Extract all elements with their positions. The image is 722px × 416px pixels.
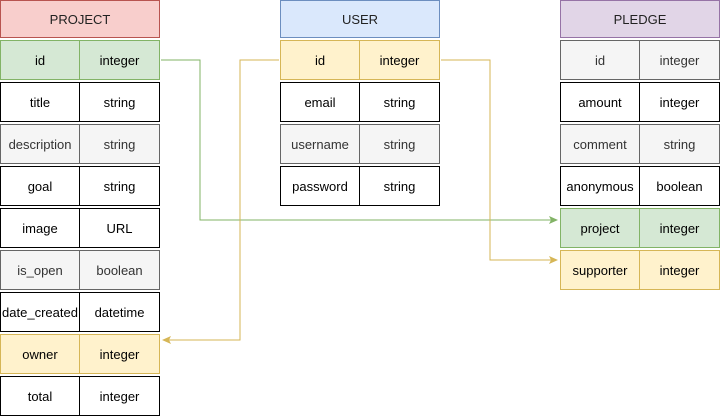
field-type: string <box>360 166 440 206</box>
user-id-to-pledge-supporter-connector <box>441 59 558 264</box>
user-id-to-project-owner-connector <box>162 59 279 344</box>
user-header: USER <box>280 0 440 38</box>
field-type: integer <box>80 334 160 374</box>
field-name: title <box>0 82 80 122</box>
field-name: goal <box>0 166 80 206</box>
field-type: integer <box>640 40 720 80</box>
field-name: supporter <box>560 250 640 290</box>
field-type: string <box>360 82 440 122</box>
field-name: total <box>0 376 80 416</box>
field-type: boolean <box>640 166 720 206</box>
pledge-header: PLEDGE <box>560 0 720 38</box>
field-name: comment <box>560 124 640 164</box>
field-name: date_created <box>0 292 80 332</box>
field-name: email <box>280 82 360 122</box>
field-type: integer <box>80 40 160 80</box>
field-type: string <box>80 166 160 206</box>
field-type: integer <box>640 82 720 122</box>
project-header: PROJECT <box>0 0 160 38</box>
field-type: string <box>80 124 160 164</box>
field-name: username <box>280 124 360 164</box>
field-type: string <box>80 82 160 122</box>
field-type: integer <box>80 376 160 416</box>
field-name: is_open <box>0 250 80 290</box>
field-type: URL <box>80 208 160 248</box>
field-name: id <box>0 40 80 80</box>
field-name: amount <box>560 82 640 122</box>
field-type: integer <box>640 250 720 290</box>
field-name: id <box>560 40 640 80</box>
field-type: integer <box>360 40 440 80</box>
field-type: integer <box>640 208 720 248</box>
field-name: description <box>0 124 80 164</box>
field-name: password <box>280 166 360 206</box>
field-type: datetime <box>80 292 160 332</box>
field-name: anonymous <box>560 166 640 206</box>
field-name: id <box>280 40 360 80</box>
field-type: string <box>640 124 720 164</box>
field-name: owner <box>0 334 80 374</box>
field-name: project <box>560 208 640 248</box>
field-type: boolean <box>80 250 160 290</box>
field-type: string <box>360 124 440 164</box>
field-name: image <box>0 208 80 248</box>
